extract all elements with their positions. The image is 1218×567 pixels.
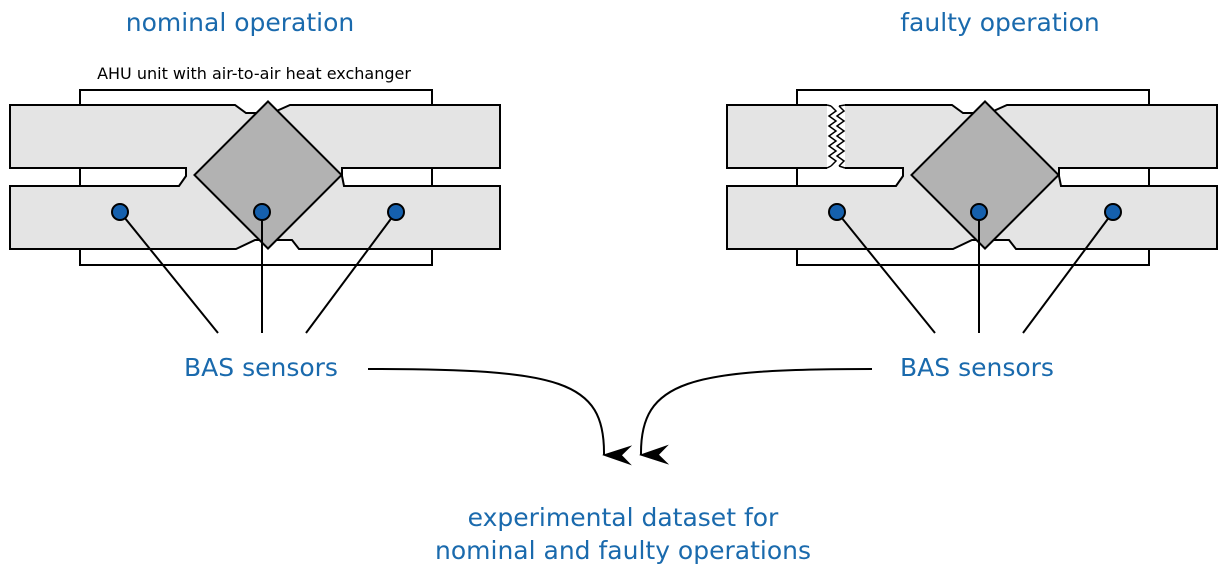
nominal-ahu: AHU unit with air-to-air heat exchanger bbox=[9, 64, 501, 334]
sensor-wire bbox=[119, 211, 219, 334]
sensor-dot bbox=[387, 203, 405, 221]
sensor-wire bbox=[1022, 211, 1114, 334]
sensors-label-right: BAS sensors bbox=[900, 353, 1054, 382]
sensor-dot bbox=[1104, 203, 1122, 221]
leak-join bbox=[826, 165, 832, 169]
leak-join bbox=[826, 104, 832, 107]
dataset-label-line2: nominal and faulty operations bbox=[435, 536, 811, 565]
sensor-dot bbox=[970, 203, 988, 221]
faulty-title: faulty operation bbox=[900, 8, 1100, 37]
sensor-dot bbox=[253, 203, 271, 221]
sensor-dot bbox=[828, 203, 846, 221]
leak-join bbox=[838, 104, 846, 107]
ahu-housing bbox=[79, 89, 433, 266]
leak-join bbox=[838, 165, 846, 169]
sensor-dot bbox=[111, 203, 129, 221]
ahu-caption: AHU unit with air-to-air heat exchanger bbox=[97, 64, 411, 83]
arrow-right bbox=[639, 368, 873, 465]
heat-exchanger bbox=[910, 100, 1060, 250]
sensors-label-left: BAS sensors bbox=[184, 353, 338, 382]
arrow-left bbox=[367, 368, 633, 466]
faulty-ahu bbox=[726, 89, 1218, 334]
nominal-title: nominal operation bbox=[126, 8, 355, 37]
leak-edge-left bbox=[827, 105, 838, 167]
sensor-wire bbox=[836, 211, 936, 334]
heat-exchanger bbox=[193, 100, 343, 250]
ahu-housing bbox=[796, 89, 1150, 266]
leak-edge-right bbox=[835, 105, 846, 167]
sensor-wire bbox=[305, 211, 397, 334]
dataset-label-line1: experimental dataset for bbox=[468, 503, 779, 532]
